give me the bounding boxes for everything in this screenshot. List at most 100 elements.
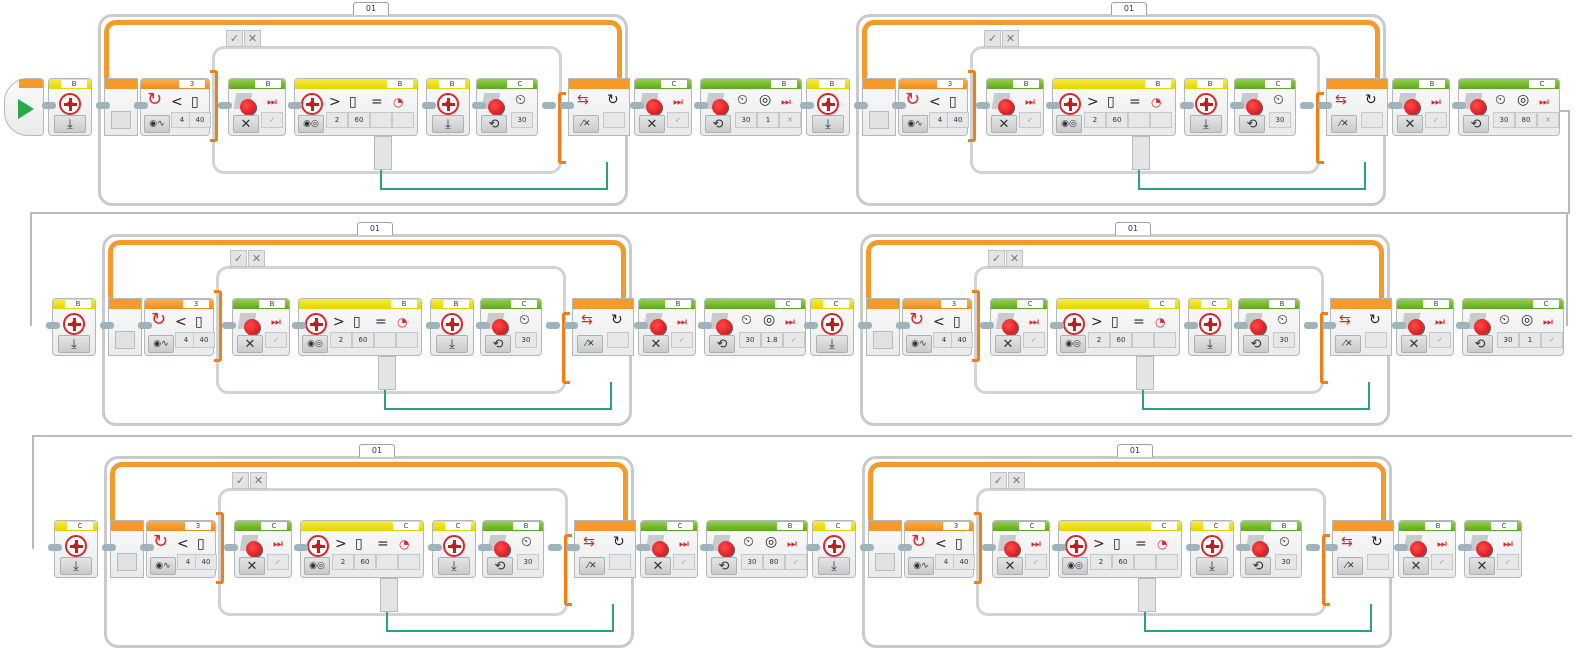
port-label[interactable]: C [1149, 300, 1175, 308]
brake-toggle[interactable]: ✓ [673, 554, 695, 570]
amount-input[interactable]: 1.8 [761, 332, 783, 348]
switch-tab-true[interactable]: ✓ [232, 472, 249, 489]
compare-type-input[interactable]: 2 [326, 112, 348, 128]
value-output[interactable] [396, 332, 418, 348]
port-label[interactable]: C [823, 300, 849, 308]
compare-mode-selector[interactable]: ◉∿ [148, 335, 174, 353]
port-label[interactable]: C [393, 522, 419, 530]
threshold-a-input[interactable]: 4 [171, 112, 193, 128]
motor-on-block[interactable]: C⏲⟲30 [476, 78, 538, 136]
compare-output-plug[interactable] [374, 136, 392, 170]
brake-toggle[interactable]: ✓ [267, 554, 289, 570]
compare-mode-selector[interactable]: ◉∿ [902, 115, 928, 133]
port-label[interactable]: B [1013, 80, 1039, 88]
amount-input[interactable]: 80 [763, 554, 785, 570]
on-mode-selector[interactable]: ⟲ [1243, 335, 1269, 353]
port-label[interactable]: B [1419, 80, 1445, 88]
loop-mode-selector[interactable]: ⁄✕ [1335, 335, 1361, 353]
compare-mode-selector[interactable]: ◉∿ [144, 115, 170, 133]
result-output[interactable] [1128, 112, 1150, 128]
loop-condition-input[interactable] [607, 332, 629, 348]
speed-input[interactable]: 30 [511, 112, 533, 128]
switch-tab-true[interactable]: ✓ [990, 472, 1007, 489]
port-label[interactable]: B [387, 80, 413, 88]
off-mode-selector[interactable]: ✕ [639, 115, 665, 133]
port-label[interactable]: C [775, 300, 801, 308]
port-label[interactable]: 3 [941, 300, 967, 308]
value-output[interactable] [1156, 554, 1178, 570]
loop-end-block[interactable]: ⇆↻⁄✕ [1330, 298, 1392, 356]
off-mode-selector[interactable]: ✕ [995, 335, 1021, 353]
on-mode-selector[interactable]: ⟲ [487, 557, 513, 575]
amount-input[interactable]: 1 [1519, 332, 1541, 348]
threshold-b-input[interactable]: 40 [953, 554, 975, 570]
loop-condition-input[interactable] [1361, 112, 1383, 128]
loop-end-block[interactable]: ⇆↻⁄✕ [572, 298, 634, 356]
motor-rotation-reset-block[interactable]: B⤓ [806, 78, 850, 136]
on-mode-selector[interactable]: ⟲ [485, 335, 511, 353]
motor-on-block[interactable]: B⏲⟲30 [482, 520, 544, 578]
off-mode-selector[interactable]: ✕ [643, 335, 669, 353]
brake-toggle[interactable]: ✓ [1497, 554, 1519, 570]
result-output[interactable] [374, 332, 396, 348]
value-output[interactable] [1154, 332, 1176, 348]
port-label[interactable]: C [667, 522, 693, 530]
brake-toggle[interactable]: ✓ [1425, 112, 1447, 128]
switch-tab-false[interactable]: ✕ [250, 472, 267, 489]
reset-mode-selector[interactable]: ⤓ [818, 557, 850, 575]
threshold-input[interactable]: 60 [1110, 332, 1132, 348]
reset-mode-selector[interactable]: ⤓ [438, 557, 470, 575]
port-label[interactable]: C [261, 522, 287, 530]
compare-output-plug[interactable] [378, 356, 396, 390]
motor-rotation-reset-block[interactable]: B⤓ [48, 78, 92, 136]
speed-input[interactable]: 30 [1493, 112, 1515, 128]
loop-start-block[interactable] [866, 298, 900, 356]
port-label[interactable]: C [1017, 300, 1043, 308]
switch-tab-false[interactable]: ✕ [248, 250, 265, 267]
port-label[interactable]: C [1151, 522, 1177, 530]
port-label[interactable]: C [825, 522, 851, 530]
compare-type-input[interactable]: 2 [1088, 332, 1110, 348]
reset-mode-selector[interactable]: ⤓ [60, 557, 92, 575]
loop-end-block[interactable]: ⇆↻⁄✕ [568, 78, 630, 136]
motor-on-block[interactable]: B⏲⟲30 [1238, 298, 1300, 356]
port-label[interactable]: C [1491, 522, 1517, 530]
compare-mode-selector[interactable]: ◉∿ [908, 557, 934, 575]
start-block[interactable] [4, 78, 44, 136]
reset-mode-selector[interactable]: ⤓ [1196, 557, 1228, 575]
compare-mode-selector[interactable]: ◉◎ [298, 115, 324, 133]
compare-mode-selector[interactable]: ◉∿ [906, 335, 932, 353]
port-label[interactable]: 3 [183, 300, 209, 308]
on-for-rotations-mode-selector[interactable]: ⟲ [709, 335, 735, 353]
result-output[interactable] [376, 554, 398, 570]
on-for-rotations-mode-selector[interactable]: ⟲ [1463, 115, 1489, 133]
loop-name-label[interactable]: 01 [359, 444, 395, 457]
reset-mode-selector[interactable]: ⤓ [1190, 115, 1222, 133]
stop-motor-block[interactable]: C⏭✕✓ [992, 520, 1050, 578]
compare-mode-selector[interactable]: ◉◎ [304, 557, 330, 575]
loop-condition-input[interactable] [1365, 332, 1387, 348]
stop-motor-block[interactable]: C⏭✕✓ [640, 520, 698, 578]
port-label[interactable]: 3 [943, 522, 969, 530]
port-label[interactable]: B [771, 80, 797, 88]
port-label[interactable]: C [445, 522, 471, 530]
loop-condition-input[interactable] [603, 112, 625, 128]
value-output[interactable] [1150, 112, 1172, 128]
threshold-input[interactable]: 60 [1112, 554, 1134, 570]
compare-output-plug[interactable] [1138, 578, 1156, 612]
brake-toggle[interactable]: ✓ [1025, 554, 1047, 570]
port-label[interactable]: C [1201, 300, 1227, 308]
switch-tab-false[interactable]: ✕ [244, 30, 261, 47]
off-mode-selector[interactable]: ✕ [997, 557, 1023, 575]
off-mode-selector[interactable]: ✕ [1397, 115, 1423, 133]
loop-name-label[interactable]: 01 [353, 2, 389, 15]
